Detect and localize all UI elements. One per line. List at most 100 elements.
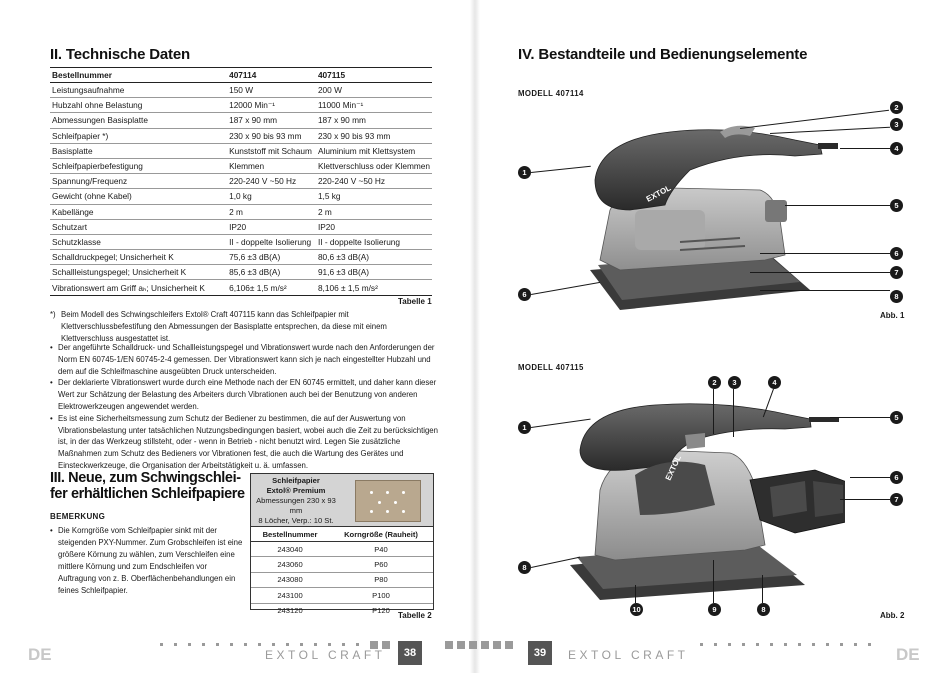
table-cell: 200 W (315, 82, 432, 99)
table-cell: Schutzklasse (50, 234, 228, 251)
table-cell: 243120 (277, 606, 303, 616)
callout-4: 4 (890, 142, 903, 155)
bemerkung-list: Die Korngröße vom Schleifpapier sinkt mi… (50, 525, 245, 597)
table-row: 243120 P120 (251, 603, 433, 618)
footnote: *) Beim Modell des Schwingschleifers Ext… (50, 309, 435, 345)
table-cell: Spannung/Frequenz (50, 173, 228, 190)
table-cell: 75,6 ±3 dB(A) (227, 249, 316, 266)
table-caption: Tabelle 1 (398, 297, 432, 306)
callout-10: 10 (630, 603, 643, 616)
page-gutter (470, 0, 480, 673)
callout-leader (785, 205, 890, 206)
table-cell: Basisplatte (50, 143, 228, 159)
table-cell: Schalldruckpegel; Unsicherheit K (50, 249, 228, 266)
callout-leader (760, 253, 890, 254)
table-cell: 2 m (315, 204, 432, 220)
callout-5: 5 (890, 199, 903, 212)
callout-leader (850, 477, 890, 478)
callout-5: 5 (890, 411, 903, 424)
table-cell: P120 (372, 606, 390, 616)
callout-2: 2 (890, 101, 903, 114)
callout-leader (713, 389, 714, 434)
table-cell: 91,6 ±3 dB(A) (315, 264, 432, 281)
callout-1: 1 (518, 421, 531, 434)
table-row: Vibrationswert am Griff aₕ; Unsicherheit… (50, 279, 432, 296)
section-title-line: III. Neue, zum Schwingschlei- (50, 470, 241, 486)
paper-header-cell: Bestellnummer (251, 526, 329, 542)
table-cell: 230 x 90 bis 93 mm (227, 128, 316, 144)
figure-caption: Abb. 2 (880, 611, 905, 620)
callout-8: 8 (890, 290, 903, 303)
table-cell: 220-240 V ~50 Hz (227, 173, 316, 190)
table-cell: 1,5 kg (315, 188, 432, 205)
paper-head-line: Schleifpapier (272, 476, 320, 485)
brand-logo: EXTOL CRAFT (265, 648, 386, 662)
spec-header-cell: Bestellnummer (50, 67, 228, 83)
table-cell: II - doppelte Isolierung (227, 234, 316, 251)
table-cell: Vibrationswert am Griff aₕ; Unsicherheit… (50, 279, 228, 296)
table-cell: 12000 Min⁻¹ (227, 97, 316, 114)
table-cell: P60 (329, 556, 433, 573)
table-cell: 150 W (227, 82, 316, 99)
section-title-line: fer erhältlichen Schleifpapiere (50, 486, 245, 502)
table-cell: 8,106 ± 1,5 m/s² (315, 279, 432, 296)
callout-2: 2 (708, 376, 721, 389)
table-cell: Schutzart (50, 219, 228, 235)
sandpaper-sheet (355, 480, 421, 522)
spec-header-cell: 407115 (315, 67, 432, 83)
table-cell: 243100 (251, 587, 329, 604)
table-cell: Schleifpapierbefestigung (50, 158, 228, 175)
table-cell: 11000 Min⁻¹ (315, 97, 432, 114)
table-cell: P80 (329, 572, 433, 589)
table-cell: P100 (329, 587, 433, 604)
callout-7: 7 (890, 266, 903, 279)
language-label: DE (896, 645, 920, 664)
sandpaper-image (341, 474, 433, 526)
callout-4: 4 (768, 376, 781, 389)
table-cell: Schallleistungspegel; Unsicherheit K (50, 264, 228, 281)
table-cell: 230 x 90 bis 93 mm (315, 128, 432, 144)
bemerkung-text: Die Korngröße vom Schleifpapier sinkt mi… (50, 525, 245, 597)
list-item: Es ist eine Sicherheitsmessung zum Schut… (50, 413, 438, 472)
paper-header-row: Bestellnummer Korngröße (Rauheit) (251, 526, 433, 542)
table-cell: Kabellänge (50, 204, 228, 220)
page-number: 39 (528, 641, 552, 665)
callout-leader (750, 272, 890, 273)
figure-caption: Abb. 1 (880, 311, 905, 320)
table-cell: 1,0 kg (227, 188, 316, 205)
footer-dots (700, 641, 900, 651)
callout-3: 3 (728, 376, 741, 389)
callout-leader (713, 560, 714, 603)
table-cell: Leistungsaufnahme (50, 82, 228, 99)
table-cell: 243040 (251, 541, 329, 558)
callout-1: 1 (518, 166, 531, 179)
table-cell: 85,6 ±3 dB(A) (227, 264, 316, 281)
brand-logo: EXTOL CRAFT (568, 648, 689, 662)
notes-list: Der angeführte Schalldruck- und Schallle… (50, 342, 438, 472)
table-cell: 2 m (227, 204, 316, 220)
footnote-text: Beim Modell des Schwingschleifers Extol®… (61, 310, 387, 343)
paper-table: Bestellnummer Korngröße (Rauheit) 243040… (251, 526, 433, 618)
paper-head-line: 8 Löcher, Verp.: 10 St. (258, 516, 334, 525)
table-cell: Klemmen (227, 158, 316, 175)
callout-leader (840, 148, 890, 149)
table-cell: Gewicht (ohne Kabel) (50, 188, 228, 205)
footer-dots (445, 641, 525, 651)
table-cell: Abmessungen Basisplatte (50, 112, 228, 129)
table-cell: 187 x 90 mm (315, 112, 432, 129)
spec-header-cell: 407114 (227, 67, 316, 83)
